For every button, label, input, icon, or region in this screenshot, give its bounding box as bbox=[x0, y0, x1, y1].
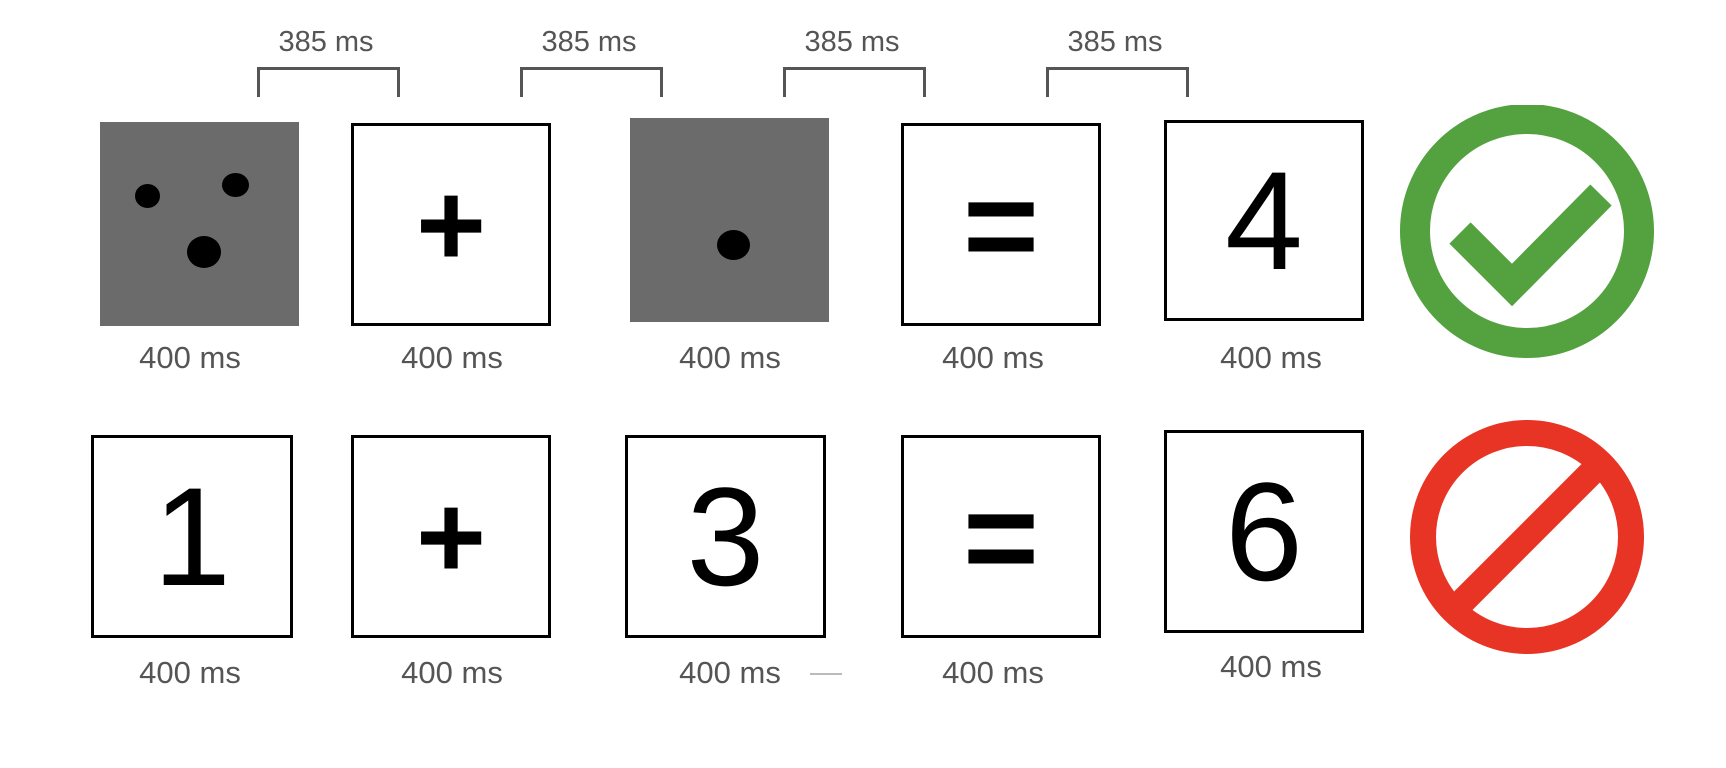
row1-duration-3: 400 ms bbox=[679, 340, 781, 375]
prohibition-sign-icon bbox=[1410, 420, 1644, 654]
row1-duration-5: 400 ms bbox=[1220, 340, 1322, 375]
dot-icon bbox=[222, 173, 249, 197]
row2-frame-2-plus: + bbox=[351, 435, 551, 638]
row2-frame-4-equals: = bbox=[901, 435, 1101, 638]
dot-icon bbox=[187, 236, 221, 268]
row1-frame-1-dots bbox=[100, 122, 299, 326]
row2-duration-5: 400 ms bbox=[1220, 649, 1322, 684]
row1-duration-4: 400 ms bbox=[942, 340, 1044, 375]
row2-frame-3-digit: 3 bbox=[625, 435, 826, 638]
row1-frame-4-equals: = bbox=[901, 123, 1101, 326]
isi-bracket-3 bbox=[783, 67, 926, 97]
row1-frame-2-plus: + bbox=[351, 123, 551, 326]
row1-frame-5-answer: 4 bbox=[1164, 120, 1364, 321]
stray-dash bbox=[810, 673, 842, 675]
row2-frame-5-answer: 6 bbox=[1164, 430, 1364, 633]
isi-bracket-2 bbox=[520, 67, 663, 97]
isi-label-4: 385 ms bbox=[1067, 26, 1163, 58]
row2-duration-1: 400 ms bbox=[139, 655, 241, 690]
row2-duration-3: 400 ms bbox=[679, 655, 781, 690]
row2-frame-1-digit: 1 bbox=[91, 435, 293, 638]
answer-digit: 6 bbox=[1225, 452, 1303, 610]
isi-bracket-1 bbox=[257, 67, 400, 97]
operand-digit: 1 bbox=[153, 457, 231, 615]
row2-duration-4: 400 ms bbox=[942, 655, 1044, 690]
plus-symbol: + bbox=[415, 157, 487, 292]
equals-symbol: = bbox=[963, 151, 1039, 298]
checkmark-circle-icon bbox=[1400, 105, 1654, 358]
dot-icon bbox=[717, 230, 750, 260]
row1-frame-3-dots bbox=[630, 118, 829, 322]
isi-label-1: 385 ms bbox=[278, 26, 374, 58]
row2-duration-2: 400 ms bbox=[401, 655, 503, 690]
equals-symbol: = bbox=[963, 463, 1039, 610]
dot-icon bbox=[135, 184, 160, 208]
isi-label-3: 385 ms bbox=[804, 26, 900, 58]
isi-label-2: 385 ms bbox=[541, 26, 637, 58]
isi-bracket-4 bbox=[1046, 67, 1189, 97]
row1-duration-2: 400 ms bbox=[401, 340, 503, 375]
answer-digit: 4 bbox=[1225, 141, 1303, 299]
row1-duration-1: 400 ms bbox=[139, 340, 241, 375]
plus-symbol: + bbox=[415, 469, 487, 604]
operand-digit: 3 bbox=[686, 457, 765, 615]
